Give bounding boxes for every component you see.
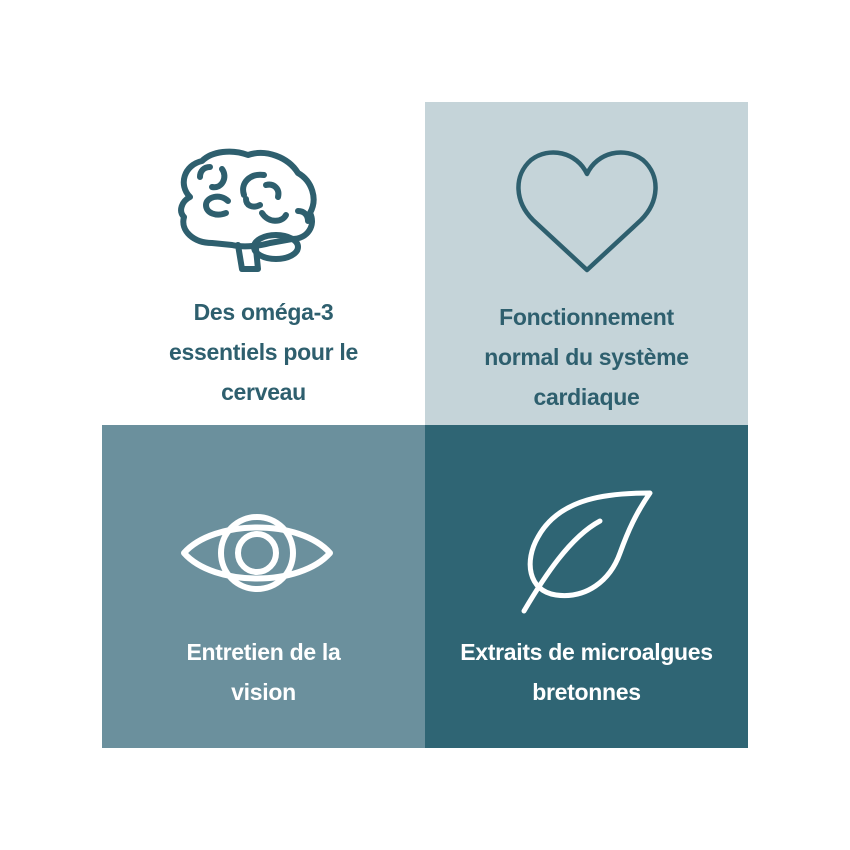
tile-vision: Entretien de la vision (102, 425, 425, 748)
label-line: bretonnes (532, 679, 641, 705)
tile-label: Extraits de microalgues bretonnes (425, 632, 748, 712)
brain-icon (178, 148, 317, 272)
tile-label: Des oméga-3 essentiels pour le cerveau (102, 292, 425, 412)
tile-cardiac-function: Fonctionnement normal du système cardiaq… (425, 102, 748, 425)
label-line: Fonctionnement (499, 304, 674, 330)
tile-label: Entretien de la vision (102, 632, 425, 712)
label-line: cerveau (221, 379, 306, 405)
leaf-icon (521, 490, 653, 614)
label-line: normal du système (484, 344, 689, 370)
heart-icon (516, 150, 658, 273)
label-line: Des oméga-3 (193, 299, 334, 325)
label-line: essentiels pour le (169, 339, 358, 365)
tile-microalgae: Extraits de microalgues bretonnes (425, 425, 748, 748)
label-line: Entretien de la (186, 639, 341, 665)
label-line: cardiaque (533, 384, 640, 410)
label-line: Extraits de microalgues (460, 639, 713, 665)
label-line: vision (231, 679, 296, 705)
tile-omega3-brain: Des oméga-3 essentiels pour le cerveau (102, 102, 425, 425)
tile-label: Fonctionnement normal du système cardiaq… (425, 297, 748, 417)
eye-icon (181, 514, 333, 592)
